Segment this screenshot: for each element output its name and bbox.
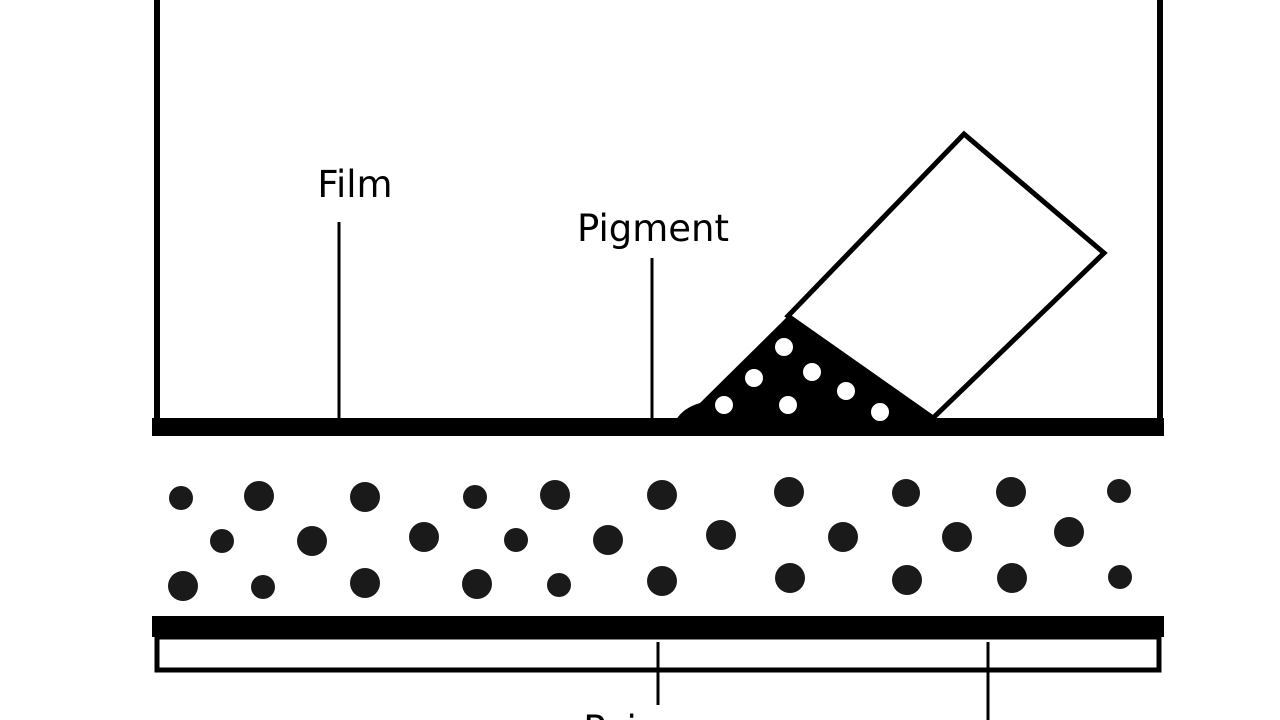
pile-dot xyxy=(779,396,797,414)
bottom-label: Pai xyxy=(583,708,637,720)
pile-dot xyxy=(715,396,733,414)
particle xyxy=(540,480,570,510)
film-line xyxy=(152,418,1164,436)
pigment-pile-dots xyxy=(715,338,889,421)
particle xyxy=(168,571,198,601)
particle xyxy=(244,481,274,511)
particle xyxy=(996,477,1026,507)
particle xyxy=(997,563,1027,593)
pile-dot xyxy=(871,403,889,421)
particle xyxy=(350,568,380,598)
pile-dot xyxy=(775,338,793,356)
particle-layer xyxy=(168,477,1132,601)
particle xyxy=(892,479,920,507)
particle xyxy=(463,485,487,509)
particle xyxy=(350,482,380,512)
particle xyxy=(775,563,805,593)
particle xyxy=(1108,565,1132,589)
particle xyxy=(1107,479,1131,503)
film-label: Film xyxy=(317,163,392,206)
particle xyxy=(942,522,972,552)
particle xyxy=(593,525,623,555)
particle xyxy=(251,575,275,599)
particle xyxy=(892,565,922,595)
particle xyxy=(647,480,677,510)
pigment-label: Pigment xyxy=(577,207,729,250)
particle xyxy=(297,526,327,556)
pile-dot xyxy=(745,369,763,387)
particle xyxy=(706,520,736,550)
tilted-block xyxy=(784,130,1108,422)
particle xyxy=(504,528,528,552)
particle xyxy=(409,522,439,552)
pile-dot xyxy=(837,382,855,400)
particle xyxy=(1054,517,1084,547)
pile-dot xyxy=(803,363,821,381)
particle xyxy=(462,569,492,599)
particle xyxy=(828,522,858,552)
substrate-top-bar xyxy=(152,616,1164,637)
particle xyxy=(169,486,193,510)
particle xyxy=(774,477,804,507)
particle xyxy=(210,529,234,553)
particle xyxy=(547,573,571,597)
particle xyxy=(647,566,677,596)
